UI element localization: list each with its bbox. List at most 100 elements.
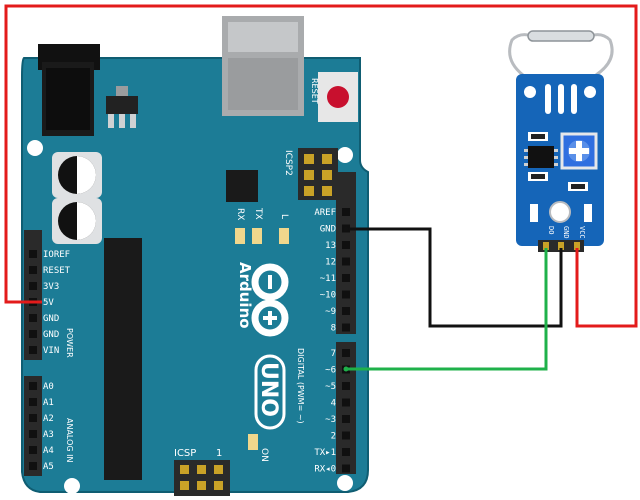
reed-pad	[571, 84, 577, 114]
pin-socket-9[interactable]	[342, 307, 350, 315]
pin-socket-3v3[interactable]	[29, 282, 37, 290]
pin-socket-reset[interactable]	[29, 266, 37, 274]
dc-power-jack	[38, 44, 100, 136]
pin-socket-gnd[interactable]	[29, 330, 37, 338]
pin-socket-aref[interactable]	[342, 208, 350, 216]
pin-socket-a1[interactable]	[29, 398, 37, 406]
l-led-label: L	[279, 214, 289, 219]
smd-resistor	[531, 174, 545, 179]
rx-label: RX	[235, 208, 245, 220]
potentiometer[interactable]	[560, 132, 598, 170]
capacitor	[52, 198, 102, 244]
icsp-label: ICSP	[174, 448, 196, 459]
reset-button[interactable]	[318, 72, 358, 122]
wire-5v-to-vcc	[4, 4, 638, 328]
reed-switch-lead	[508, 33, 533, 77]
sensor-pin-vcc[interactable]	[574, 242, 580, 250]
pin-socket-7[interactable]	[342, 349, 350, 357]
pin-socket-12[interactable]	[342, 257, 350, 266]
analog-header	[24, 376, 42, 476]
tx-label: TX	[253, 207, 263, 220]
icsp2-label: ICSP2	[283, 150, 293, 176]
pin-label-vin: VIN	[43, 346, 59, 356]
smd-resistor	[531, 134, 545, 139]
pin-label-4: 4	[331, 399, 336, 409]
pin-label-reset: RESET	[43, 266, 71, 276]
pin-label-rx-0: RX◂0	[314, 465, 336, 475]
pin-socket-4[interactable]	[342, 398, 350, 407]
pin-socket-2[interactable]	[342, 431, 350, 440]
sensor-pin-do[interactable]	[543, 242, 549, 250]
pin-label-11: ~11	[320, 274, 336, 284]
pin-label-12: 12	[325, 258, 336, 268]
uno-badge: UNO	[254, 354, 286, 430]
wire-junction-gnd	[343, 226, 349, 232]
uno-label: UNO	[256, 362, 281, 417]
pin-socket-a2[interactable]	[29, 414, 37, 422]
capacitor	[52, 152, 102, 198]
on-label: ON	[259, 448, 269, 462]
wire-junction-pin6	[343, 366, 349, 372]
pin-socket-a5[interactable]	[29, 462, 37, 470]
smd-resistor	[571, 184, 585, 189]
voltage-regulator	[106, 86, 138, 128]
wire-gnd-to-gnd	[346, 227, 563, 328]
pin-socket-a4[interactable]	[29, 446, 37, 454]
pin-socket-a3[interactable]	[29, 430, 37, 438]
reed-glass-tube	[527, 30, 595, 42]
digital-group-label: DIGITAL (PWM= ~)	[296, 348, 305, 424]
pin-socket-a0[interactable]	[29, 382, 37, 390]
icsp-header	[174, 460, 230, 496]
smd-led	[530, 204, 538, 222]
mounting-hole	[337, 475, 353, 491]
pin-label-gnd: GND	[320, 225, 336, 235]
indicator-led	[549, 201, 571, 223]
pin-socket-3[interactable]	[342, 415, 350, 423]
tx-led	[252, 228, 262, 244]
sensor-pin-label-vcc: VCC	[578, 226, 586, 239]
pin-socket-tx-1[interactable]	[342, 448, 350, 456]
reed-pad	[545, 84, 551, 114]
pin-label-13: 13	[325, 241, 336, 251]
reset-label: RESET	[310, 78, 319, 104]
pin-socket-5[interactable]	[342, 382, 350, 390]
pin-label-gnd: GND	[43, 330, 59, 340]
arduino-board: RESET ICSP2 TX RX L Arduino	[21, 16, 369, 496]
pin-label-5v: 5V	[43, 298, 54, 308]
pin-socket-11[interactable]	[342, 274, 350, 282]
wire-pin6-to-do	[346, 248, 548, 371]
pin-label-6: ~6	[325, 366, 336, 376]
pin-label-ioref: IOREF	[43, 250, 70, 260]
arduino-wordmark: Arduino	[236, 262, 254, 329]
pin-socket-13[interactable]	[342, 241, 350, 249]
comparator-ic	[524, 146, 558, 168]
pin-label-a5: A5	[43, 462, 54, 472]
l-led	[279, 228, 289, 244]
atmega-chip	[104, 238, 142, 480]
sensor-pin-label-do: DO	[547, 226, 555, 234]
pin-label-2: 2	[331, 432, 336, 442]
rx-led	[235, 228, 245, 244]
pin-socket-vin[interactable]	[29, 346, 37, 354]
pin-socket-gnd[interactable]	[29, 314, 37, 322]
pin-label-a1: A1	[43, 398, 54, 408]
pin-socket-10[interactable]	[342, 290, 350, 299]
pin-label-aref: AREF	[314, 208, 336, 218]
pin-socket-8[interactable]	[342, 323, 350, 332]
pin-label-tx-1: TX▸1	[314, 448, 336, 458]
pin-label-a4: A4	[43, 446, 54, 456]
mounting-hole	[337, 147, 353, 163]
usb-chip	[226, 170, 258, 202]
pin-label-5: ~5	[325, 382, 336, 392]
usb-port	[222, 16, 304, 116]
pin-socket-ioref[interactable]	[29, 250, 37, 258]
mounting-hole	[64, 478, 80, 494]
mounting-hole	[27, 140, 43, 156]
pin-socket-rx-0[interactable]	[342, 464, 350, 473]
smd-led	[584, 204, 592, 222]
sensor-pin-gnd[interactable]	[558, 242, 564, 250]
